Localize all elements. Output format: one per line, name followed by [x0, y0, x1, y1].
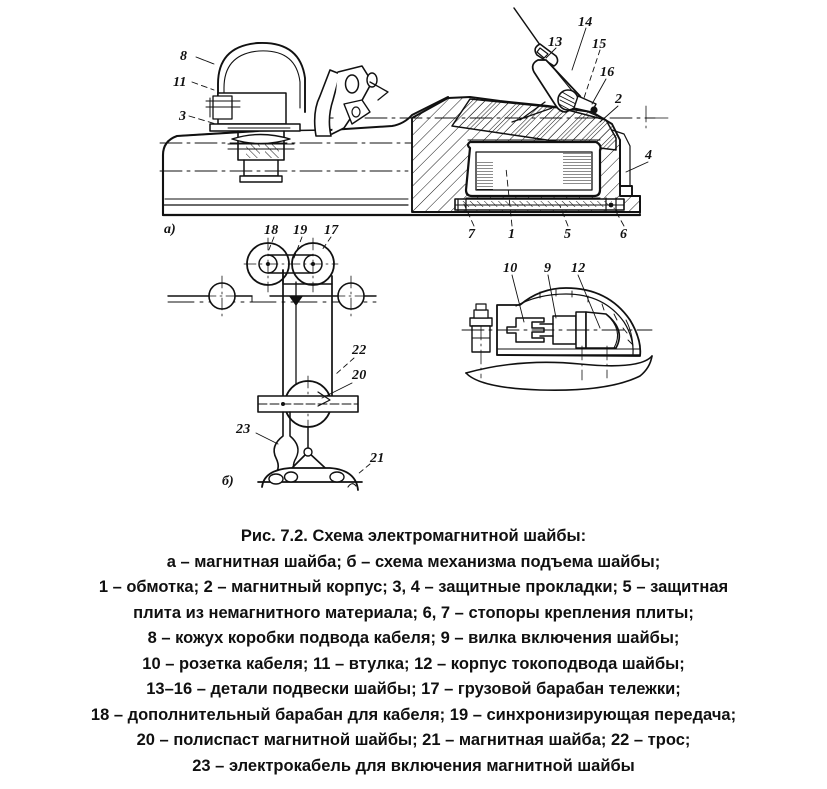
callout-1: 1	[508, 227, 516, 242]
callout-17: 17	[324, 223, 339, 238]
part-a-magnet-assembly	[159, 7, 669, 217]
callout-15: 15	[592, 37, 607, 52]
sync-gear-19	[267, 254, 314, 274]
callout-16: 16	[600, 65, 615, 80]
callout-4: 4	[645, 148, 653, 163]
callout-9: 9	[544, 261, 552, 276]
callout-21: 21	[370, 451, 385, 466]
callout-20: 20	[352, 368, 367, 383]
caption-line-1: 1 – обмотка; 2 – магнитный корпус; 3, 4 …	[98, 578, 729, 596]
callout-22: 22	[352, 343, 367, 358]
callout-11: 11	[173, 75, 187, 90]
caption-line-4: 10 – розетка кабеля; 11 – втулка; 12 – к…	[142, 654, 685, 673]
callout-7: 7	[468, 227, 476, 242]
callout-23: 23	[236, 422, 251, 437]
callout-10: 10	[503, 261, 518, 276]
base-outline	[465, 355, 653, 392]
callout-12: 12	[571, 261, 586, 276]
caption-line-8: 23 – электрокабель для включения магнитн…	[192, 756, 635, 775]
stopper-7	[457, 198, 467, 212]
caption-line-2: плита из немагнитного материала; 6, 7 – …	[133, 603, 694, 622]
rope-arrow	[289, 296, 303, 306]
caption-line-parts: а – магнитная шайба; б – схема механизма…	[166, 552, 661, 571]
part-label-a: а)	[164, 222, 176, 237]
caption-line-7: 20 – полиспаст магнитной шайбы; 21 – маг…	[136, 731, 691, 749]
part-label-b: б)	[222, 474, 234, 489]
suspension-link-assembly	[511, 43, 603, 123]
magnetic-housing-hatch	[451, 98, 617, 151]
caption-line-3: 8 – кожух коробки подвода кабеля; 9 – ви…	[147, 629, 680, 647]
callout-8: 8	[180, 49, 188, 64]
callout-6: 6	[620, 227, 628, 242]
part-b-hoist-mechanism	[167, 237, 377, 491]
figure-caption: Рис. 7.2. Схема электромагнитной шайбы: …	[0, 524, 827, 779]
current-lead-detail	[461, 287, 653, 392]
callout-5: 5	[564, 227, 572, 242]
leader-lines	[188, 27, 649, 475]
stopper-6	[605, 197, 617, 213]
callout-19: 19	[293, 223, 308, 238]
callout-14: 14	[578, 15, 593, 30]
caption-line-6: 18 – дополнительный барабан для кабеля; …	[90, 705, 737, 724]
figure-svg	[159, 7, 669, 491]
gasket-3	[209, 123, 301, 132]
cable-box-cover-8	[217, 42, 306, 113]
caption-line-title: Рис. 7.2. Схема электромагнитной шайбы:	[240, 527, 587, 545]
figure-drawing: 8 11 3 13 14 15 16 2 4 7 1 5 6 18 19 17 …	[159, 7, 669, 491]
callout-2: 2	[615, 92, 623, 107]
caption-line-5: 13–16 – детали подвески шайбы; 17 – груз…	[146, 680, 681, 698]
callout-13: 13	[548, 35, 563, 50]
callout-3: 3	[179, 109, 187, 124]
callout-18: 18	[264, 223, 279, 238]
